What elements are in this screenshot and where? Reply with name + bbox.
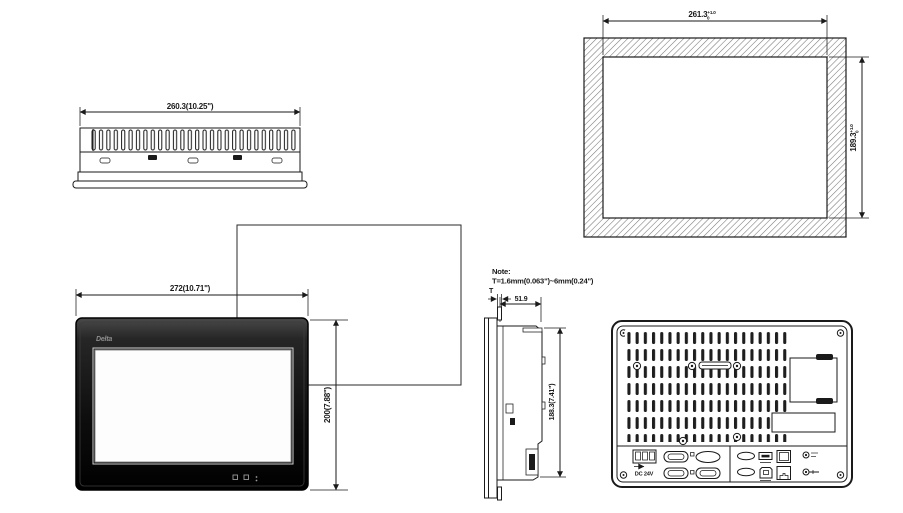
label-plate bbox=[771, 412, 836, 433]
usb-ethernet-ports bbox=[737, 450, 819, 481]
side-connector-detail bbox=[529, 454, 535, 470]
mount-slot bbox=[233, 155, 242, 160]
screw-boss-center bbox=[635, 364, 639, 368]
power-and-com-ports: DC 24V bbox=[632, 449, 721, 479]
jumper-block bbox=[690, 470, 695, 475]
rear-screw-bosses bbox=[632, 361, 742, 446]
front-height-dimension: 200(7.88") bbox=[323, 386, 332, 423]
din-clip-lug bbox=[541, 356, 546, 365]
side-slot-detail bbox=[505, 403, 514, 414]
cutout-height-tol-lower: 0 bbox=[854, 130, 859, 133]
side-top-detail bbox=[522, 327, 543, 333]
screw-boss-center bbox=[735, 364, 739, 368]
mount-slot bbox=[148, 155, 157, 160]
screw-center bbox=[622, 332, 625, 334]
screw-center bbox=[839, 332, 842, 334]
indicator-dot-icon bbox=[255, 476, 258, 478]
cutout-width-tol-upper: +1.0 bbox=[707, 10, 716, 15]
front-width-dimension: 272(10.71") bbox=[170, 284, 211, 293]
mounting-panel-stub-bottom bbox=[497, 486, 502, 501]
screw-boss-center bbox=[681, 439, 685, 443]
side-front-glass bbox=[484, 317, 489, 499]
rear-view: DC 24V bbox=[611, 320, 853, 488]
panel-thickness-label: T bbox=[489, 288, 494, 295]
port-knockout-icon bbox=[737, 467, 755, 477]
usb-device-inner bbox=[763, 470, 769, 475]
screw-center bbox=[622, 474, 625, 476]
side-view: Note: T=1.6mm(0.063")~6mm(0.24") T 51.9 … bbox=[484, 267, 594, 501]
touch-screen bbox=[94, 349, 292, 463]
port-knockout-icon bbox=[737, 451, 755, 461]
terminal-pin bbox=[642, 451, 648, 461]
indicator-led-icon bbox=[243, 474, 249, 480]
front-view: 272(10.71") 200(7.88") Delta bbox=[75, 284, 348, 491]
indicator-led-icon bbox=[232, 474, 238, 480]
cutout-opening bbox=[602, 56, 828, 219]
mount-slot bbox=[271, 157, 283, 164]
note-title: Note: bbox=[492, 267, 510, 276]
din-clip-lug bbox=[541, 401, 546, 410]
brand-logo: Delta bbox=[96, 336, 112, 343]
rj45-notch bbox=[779, 473, 789, 480]
cutout-height-dimension: 189.3+1.00 bbox=[849, 124, 860, 152]
top-width-dimension: 260.3(10.25") bbox=[167, 102, 214, 111]
cover-latch bbox=[816, 354, 833, 360]
indicator-dot-icon bbox=[255, 479, 258, 482]
cutout-height-value: 189.3 bbox=[849, 132, 858, 152]
rear-housing-inner-line bbox=[616, 325, 848, 483]
port-knockout-icon bbox=[695, 451, 721, 463]
ground-screw-center bbox=[804, 470, 808, 474]
usb-host-tongue bbox=[761, 454, 770, 458]
ethernet-inner bbox=[779, 452, 789, 461]
top-front-rim bbox=[72, 180, 308, 189]
audio-port-center bbox=[804, 453, 808, 457]
com-port-pins bbox=[699, 470, 717, 477]
com-port-pins bbox=[667, 470, 685, 477]
screen-frame bbox=[92, 347, 294, 465]
cutout-width-value: 261.3 bbox=[688, 10, 708, 19]
rear-vent-grid bbox=[625, 330, 788, 442]
screw-boss-center bbox=[690, 364, 694, 368]
screw-boss-center bbox=[735, 435, 739, 439]
note-text: T=1.6mm(0.063")~6mm(0.24") bbox=[492, 277, 594, 286]
front-bezel-inner-line bbox=[79, 321, 305, 487]
side-height-dimension: 188.3(7.41") bbox=[549, 384, 556, 421]
screw-center bbox=[839, 474, 842, 476]
cutout-width-tol-lower: 0 bbox=[707, 15, 710, 20]
expansion-slot-cover bbox=[789, 357, 838, 403]
top-view: 260.3(10.25") bbox=[72, 102, 308, 189]
cutout-height-tol-upper: +1.0 bbox=[849, 124, 854, 133]
jumper-block bbox=[690, 452, 695, 457]
rj45-port-icon bbox=[776, 466, 791, 480]
mount-slot bbox=[99, 157, 111, 164]
side-clip-detail bbox=[510, 418, 515, 425]
vent-fins bbox=[90, 129, 298, 151]
terminal-pin bbox=[635, 451, 641, 461]
com-port-pins bbox=[667, 453, 685, 460]
top-bezel-edge bbox=[77, 171, 303, 182]
mounting-panel-stub-top bbox=[497, 306, 502, 321]
mount-slot bbox=[187, 157, 199, 164]
cover-latch bbox=[816, 398, 833, 404]
mounting-template-outline bbox=[236, 224, 462, 386]
terminal-pin bbox=[649, 451, 655, 461]
power-port-label: DC 24V bbox=[635, 472, 654, 478]
side-bezel-flange bbox=[488, 317, 498, 499]
depth-dimension: 51.9 bbox=[515, 296, 528, 303]
front-indicator-leds bbox=[232, 474, 258, 482]
